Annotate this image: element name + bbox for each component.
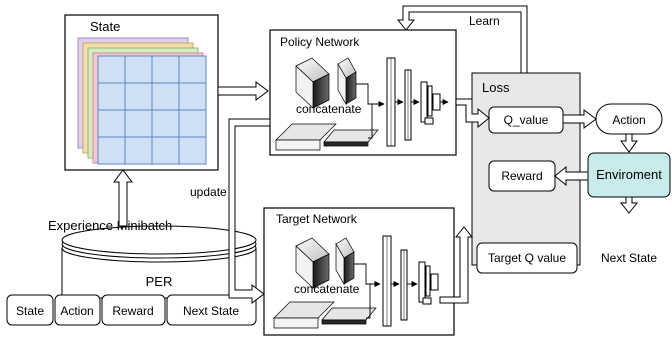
target-q-value-box	[476, 242, 578, 274]
environment-to-reward-arrow	[554, 165, 589, 187]
environment-label: Enviroment	[596, 167, 662, 182]
policy-concatenate-label: concatenate	[296, 102, 362, 116]
per-title: PER	[146, 274, 173, 289]
per-field-next-state-box	[166, 294, 257, 326]
per-fields: State Action Reward Next State	[6, 294, 257, 326]
target-slab-1	[273, 301, 335, 329]
state-box: State	[64, 14, 219, 171]
environment-node: Enviroment	[587, 152, 671, 198]
target-q-value-label: Target Q value	[488, 251, 566, 265]
target-to-targetq-arrow	[439, 226, 474, 304]
environment-to-next-state-arrow	[619, 196, 639, 214]
per-cylinder: PER	[61, 225, 257, 299]
learn-label: Learn	[469, 14, 500, 28]
update-arrow	[228, 118, 271, 304]
policy-to-qvalue-arrow	[455, 98, 490, 129]
policy-network-box: Policy Network concatenate	[269, 29, 457, 156]
per-field-next-state: Next State	[183, 304, 239, 318]
next-state-label: Next State	[601, 251, 657, 265]
per-field-action: Action	[60, 304, 93, 318]
target-network-title: Target Network	[276, 212, 358, 226]
target-cube-2	[335, 237, 355, 286]
action-to-environment-arrow	[620, 133, 638, 153]
update-label: update	[190, 185, 227, 199]
per-field-state: State	[16, 304, 44, 318]
per-field-state-box	[6, 294, 54, 326]
policy-cube-1	[295, 57, 330, 109]
target-cube-1	[295, 237, 330, 289]
target-slab-2	[321, 307, 377, 325]
per-field-action-box	[54, 294, 101, 326]
loss-title: Loss	[482, 80, 510, 95]
qvalue-to-action-arrow	[562, 109, 597, 129]
learn-arrow	[396, 5, 528, 74]
action-label: Action	[612, 113, 645, 127]
policy-slab-1	[275, 123, 337, 151]
per-to-state-arrow	[113, 169, 133, 227]
state-title: State	[90, 19, 120, 34]
q-value-label: Q_value	[504, 113, 549, 127]
target-network-box: Target Network concatenate	[263, 207, 455, 336]
policy-network-title: Policy Network	[280, 35, 360, 49]
policy-slab-2	[323, 129, 379, 147]
state-to-policy-arrow	[217, 81, 269, 101]
reward-label: Reward	[501, 169, 542, 183]
per-field-reward-box	[101, 294, 166, 326]
flow-arrows	[113, 5, 639, 304]
target-internal-arrows	[354, 263, 418, 319]
per-field-reward: Reward	[112, 304, 153, 318]
experience-minibatch-label: Experience Minibatch	[48, 218, 172, 233]
reward-node: Reward	[488, 160, 556, 192]
action-node: Action	[595, 103, 663, 135]
policy-cube-2	[337, 57, 357, 106]
target-dense-layers	[382, 235, 439, 327]
state-grid	[97, 55, 207, 165]
policy-internal-arrows	[356, 83, 449, 139]
target-concatenate-label: concatenate	[294, 282, 360, 296]
